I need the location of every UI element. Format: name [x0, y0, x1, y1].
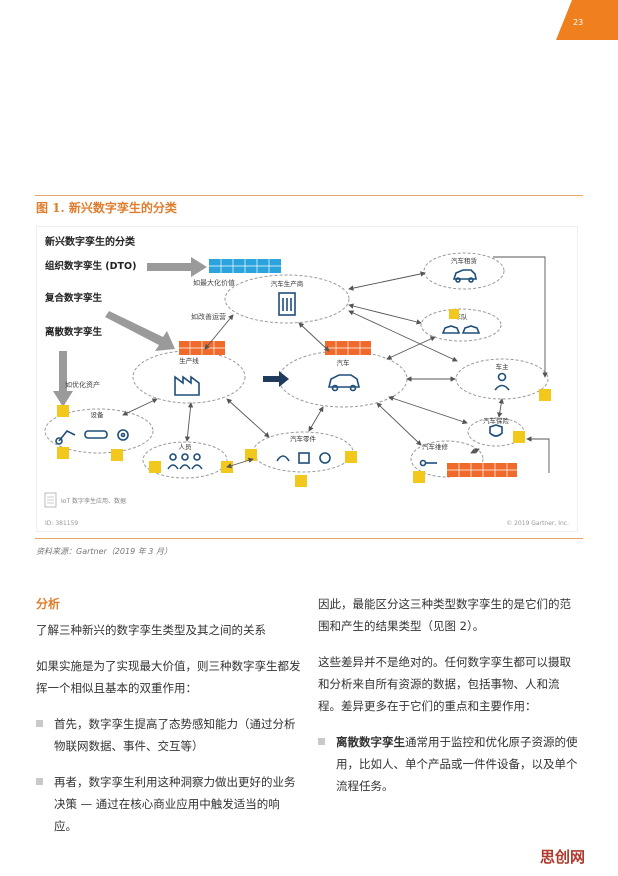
watermark: 思创网 [540, 848, 586, 866]
gear-icon [117, 429, 129, 441]
figure-title: 图 1. 新兴数字孪生的分类 [36, 201, 177, 215]
intro-text: 了解三种新兴的数字孪生类型及其之间的关系 [36, 623, 266, 637]
footer-note: IoT 数字孪生应用、数据 [61, 497, 126, 505]
corner-decoration [556, 0, 618, 40]
factory-icon [174, 375, 200, 396]
node-owner: 车主 [496, 362, 510, 371]
diagram-footer: IoT 数字孪生应用、数据 ID: 381159 © 2019 Gartner,… [44, 492, 569, 527]
node-car-rental: 汽车租赁 [451, 256, 478, 265]
paragraph: 如果实施是为了实现最大价值，则三种数字孪生都发挥一个相似且基本的双重作用： [36, 659, 301, 695]
discrete-arrow [53, 351, 73, 407]
figure-diagram: 新兴数字孪生的分类 组织数字孪生 (DTO) 复合数字孪生 离散数字孪生 如最大… [36, 226, 578, 532]
conveyor-icon [84, 430, 108, 439]
bullet-item-discrete: 离散数字孪生通常用于监控和优化原子资源的使用，比如人、单个产品或一件件设备，以及… [318, 731, 580, 797]
footer-id: ID: 381159 [45, 520, 78, 527]
legend-discrete: 离散数字孪生 [45, 326, 103, 338]
left-column: 分析 了解三种新兴的数字孪生类型及其之间的关系 如果实施是为了实现最大价值，则三… [36, 593, 302, 851]
diagram-svg: 新兴数字孪生的分类 组织数字孪生 (DTO) 复合数字孪生 离散数字孪生 如最大… [44, 235, 569, 527]
label-optimize-assets: 如优化资产 [65, 380, 100, 389]
bullet-bold-term: 离散数字孪生 [336, 735, 405, 749]
right-column: 因此，最能区分这三种类型数字孪生的是它们的范围和产生的结果类型（见图 2）。 这… [318, 593, 580, 811]
building-icon [278, 292, 296, 316]
parts-icon [276, 452, 331, 464]
node-car-repair: 汽车维修 [422, 442, 449, 451]
wrench-icon [419, 459, 437, 467]
discrete-tiles [57, 309, 551, 487]
node-manufacturer: 汽车生产商 [271, 279, 304, 288]
legend-composite: 复合数字孪生 [44, 292, 103, 304]
node-car-parts: 汽车零件 [290, 434, 317, 443]
figure-bottom-rule [35, 538, 583, 539]
legend-dto: 组织数字孪生 (DTO) [45, 260, 136, 272]
car-icon [327, 374, 361, 392]
diagram-title: 新兴数字孪生的分类 [45, 235, 135, 248]
fleet-cars-icon [441, 325, 481, 334]
label-max-value: 如最大化价值 [193, 278, 235, 287]
section-heading: 分析 [36, 597, 61, 611]
production-to-car-arrow [263, 371, 289, 387]
dto-tile-row [209, 259, 281, 273]
node-production-line: 生产线 [179, 356, 199, 365]
page-number: 23 [573, 18, 584, 27]
source-note: 资料来源：Gartner（2019 年 3 月） [36, 547, 172, 556]
bullet-item-2: 再者，数字孪生利用这种洞察力做出更好的业务决策 — 通过在核心商业应用中触发适当… [36, 771, 302, 837]
bullet-text: 通常用于监控和优化原子资源的使用，比如人、单个产品或一件件设备，以及单个流程任务… [336, 735, 578, 793]
figure-top-rule [35, 195, 583, 196]
paragraph-1: 因此，最能区分这三种类型数字孪生的是它们的范围和产生的结果类型（见图 2）。 [318, 597, 571, 633]
person-icon [494, 372, 510, 391]
label-improve-ops: 如改善运营 [191, 312, 226, 321]
node-car: 汽车 [337, 358, 351, 367]
composite-arrow [105, 311, 175, 351]
bullet-item-1: 首先，数字孪生提高了态势感知能力（通过分析物联网数据、事件、交互等） [36, 713, 302, 757]
node-fleet: 车队 [455, 312, 469, 321]
node-equipment: 设备 [91, 410, 105, 419]
robot-arm-icon [55, 429, 76, 445]
shield-icon [489, 424, 503, 437]
paragraph-2: 这些差异并不是绝对的。任何数字孪生都可以摄取和分析来自所有资源的数据，包括事物、… [318, 655, 571, 713]
people-icon [167, 453, 203, 470]
node-people: 人员 [179, 443, 193, 451]
footer-copyright: © 2019 Gartner, Inc. [506, 520, 569, 527]
rental-car-icon [452, 269, 477, 283]
dto-arrow [147, 257, 207, 277]
node-car-insurance: 汽车保险 [483, 416, 510, 425]
